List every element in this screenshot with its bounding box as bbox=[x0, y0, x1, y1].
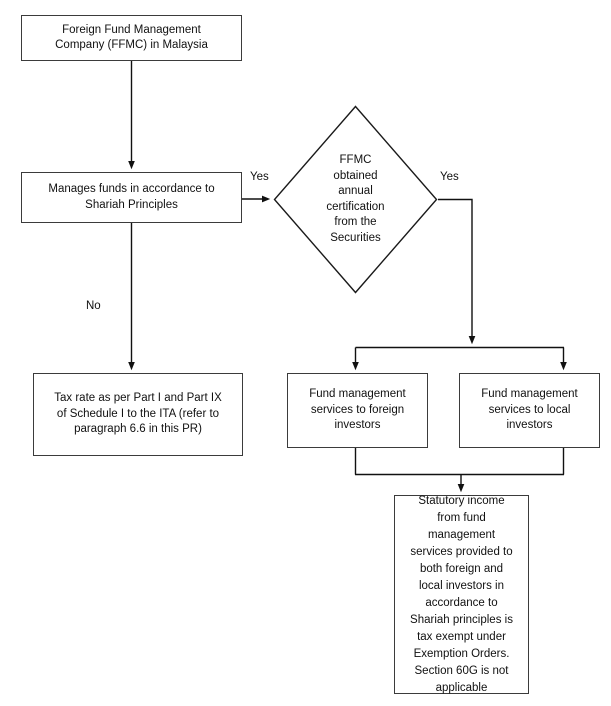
node-tax-rate-label: Tax rate as per Part I and Part IX of Sc… bbox=[54, 392, 222, 436]
node-statutory-income-label: Statutory income from fund management se… bbox=[410, 494, 513, 694]
node-local-investors: Fund management services to local invest… bbox=[459, 373, 600, 448]
node-decision-certification-label: FFMC obtained annual certification from … bbox=[326, 154, 385, 244]
edge-label-yes-from-decision: Yes bbox=[440, 171, 459, 183]
node-statutory-income: Statutory income from fund management se… bbox=[394, 495, 529, 694]
edge-label-no-branch: No bbox=[86, 300, 101, 312]
node-manages-funds: Manages funds in accordance to Shariah P… bbox=[21, 172, 242, 223]
node-foreign-investors-label: Fund management services to foreign inve… bbox=[309, 388, 406, 432]
node-decision-certification: FFMC obtained annual certification from … bbox=[273, 105, 438, 294]
node-local-investors-label: Fund management services to local invest… bbox=[481, 388, 578, 432]
node-manages-funds-label: Manages funds in accordance to Shariah P… bbox=[48, 183, 215, 211]
edge-label-yes-to-decision: Yes bbox=[250, 171, 269, 183]
node-ffmc-label: Foreign Fund Management Company (FFMC) i… bbox=[55, 23, 208, 52]
edge-decision-to-split bbox=[438, 198, 476, 345]
decision-diamond-shape bbox=[273, 105, 438, 294]
node-ffmc: Foreign Fund Management Company (FFMC) i… bbox=[21, 15, 242, 61]
node-foreign-investors: Fund management services to foreign inve… bbox=[287, 373, 428, 448]
node-tax-rate: Tax rate as per Part I and Part IX of Sc… bbox=[33, 373, 243, 456]
